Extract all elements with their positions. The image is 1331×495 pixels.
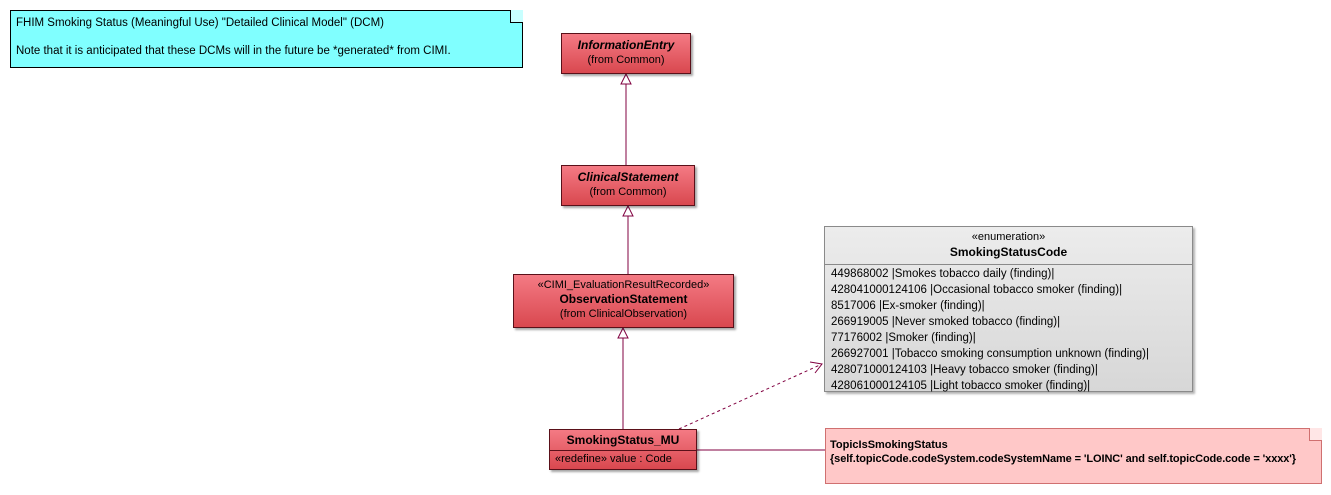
description-note: FHIM Smoking Status (Meaningful Use) "De…: [10, 10, 523, 68]
dependency-arrowhead-enum: [809, 361, 823, 374]
class-name: SmokingStatus_MU: [566, 433, 680, 447]
enum-name: SmokingStatusCode: [949, 245, 1068, 259]
dependency-line-smoking-to-enum: [678, 363, 823, 430]
constraint-note-fold: [1309, 428, 1322, 441]
enum-literal: 428071000124103 |Heavy tobacco smoker (f…: [831, 364, 1098, 376]
class-name: ObservationStatement: [559, 292, 688, 306]
class-package: (from Common): [587, 54, 665, 66]
enum-smoking-status-code[interactable]: «enumeration» SmokingStatusCode 44986800…: [824, 226, 1193, 392]
class-name: InformationEntry: [577, 38, 675, 52]
enum-literal: 266919005 |Never smoked tobacco (finding…: [831, 316, 1061, 328]
enum-literal: 428061000124105 |Light tobacco smoker (f…: [831, 380, 1091, 392]
class-information-entry[interactable]: InformationEntry (from Common): [561, 33, 691, 74]
class-package: (from Common): [589, 186, 667, 198]
description-note-title: FHIM Smoking Status (Meaningful Use) "De…: [16, 17, 384, 29]
class-stereotype: «CIMI_EvaluationResultRecorded»: [537, 279, 710, 291]
constraint-note: TopicIsSmokingStatus {self.topicCode.cod…: [825, 428, 1322, 484]
enum-literal: 428041000124106 |Occasional tobacco smok…: [831, 284, 1123, 296]
generalization-arrowhead-information: [620, 72, 632, 85]
class-observation-statement[interactable]: «CIMI_EvaluationResultRecorded» Observat…: [513, 274, 734, 328]
generalization-arrowhead-observation: [617, 326, 629, 339]
class-name: ClinicalStatement: [577, 170, 679, 184]
constraint-note-expression: {self.topicCode.codeSystem.codeSystemNam…: [830, 453, 1296, 465]
enum-literal: 8517006 |Ex-smoker (finding)|: [831, 300, 985, 312]
class-smoking-status-mu[interactable]: SmokingStatus_MU «redefine» value : Code: [549, 429, 697, 470]
generalization-arrowhead-clinical: [622, 204, 634, 217]
class-package: (from ClinicalObservation): [559, 308, 688, 320]
enum-literals: 449868002 |Smokes tobacco daily (finding…: [825, 265, 1192, 394]
description-note-body: Note that it is anticipated that these D…: [16, 45, 451, 57]
class-clinical-statement[interactable]: ClinicalStatement (from Common): [561, 165, 695, 206]
class-attribute: «redefine» value : Code: [555, 453, 672, 465]
description-note-fold: [510, 10, 523, 23]
enum-stereotype: «enumeration»: [971, 231, 1046, 243]
enum-literal: 266927001 |Tobacco smoking consumption u…: [831, 348, 1149, 360]
constraint-note-name: TopicIsSmokingStatus: [830, 439, 948, 451]
enum-literal: 77176002 |Smoker (finding)|: [831, 332, 976, 344]
enum-literal: 449868002 |Smokes tobacco daily (finding…: [831, 268, 1055, 280]
